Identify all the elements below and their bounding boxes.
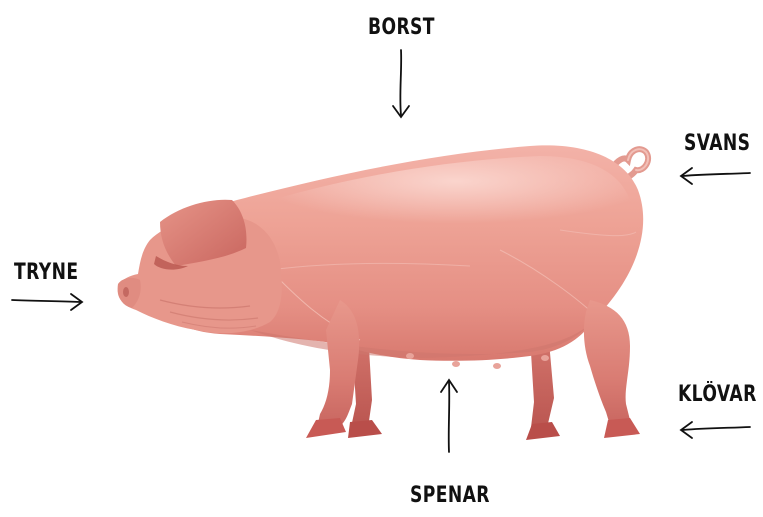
arrow-spenar bbox=[441, 380, 457, 452]
arrow-tryne bbox=[12, 294, 82, 310]
arrow-svans bbox=[681, 168, 750, 184]
arrow-klovar bbox=[681, 422, 750, 438]
label-borst: BORST bbox=[368, 17, 435, 39]
label-klovar: KLÖVAR bbox=[678, 384, 757, 406]
label-tryne: TRYNE bbox=[14, 262, 78, 284]
label-spenar: SPENAR bbox=[410, 485, 490, 507]
arrow-borst bbox=[393, 50, 409, 117]
label-svans: SVANS bbox=[684, 133, 750, 155]
